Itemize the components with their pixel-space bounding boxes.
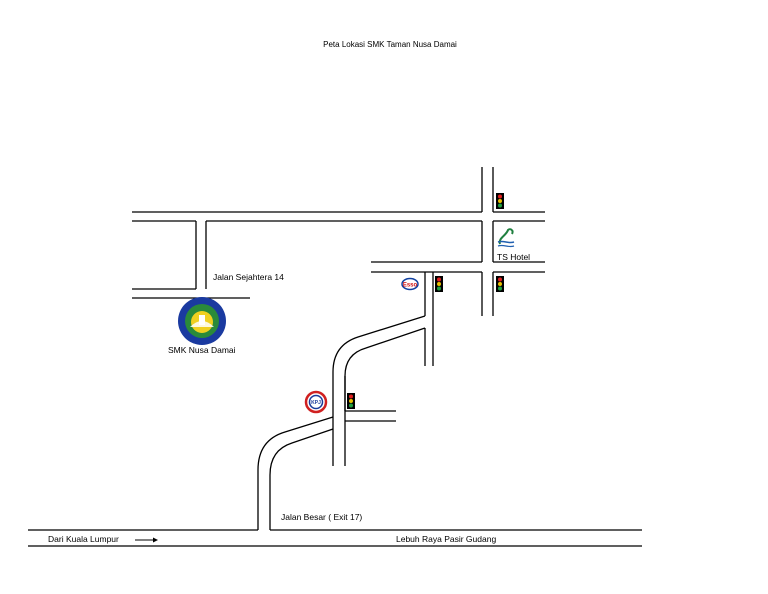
jalan-sejahtera-road (132, 221, 250, 299)
traffic-light-icon (496, 276, 504, 292)
upper-road (132, 167, 545, 316)
school-logo-icon (178, 297, 226, 345)
hotel-logo-icon (497, 228, 515, 248)
hotel-label: TS Hotel (497, 252, 531, 262)
map-title: Peta Lokasi SMK Taman Nusa Damai (323, 40, 457, 49)
jalan-besar-road (257, 272, 434, 530)
highway-road (28, 529, 642, 547)
highway-label: Lebuh Raya Pasir Gudang (396, 534, 497, 544)
kpj-logo-text: KPJ (311, 400, 321, 406)
kpj-logo-icon: KPJ (304, 390, 328, 414)
traffic-light-icon (496, 193, 504, 209)
traffic-light-icon (347, 393, 355, 409)
right-arrow-icon (135, 537, 158, 543)
from-kl-label: Dari Kuala Lumpur (48, 534, 119, 544)
jalan-besar-label: Jalan Besar ( Exit 17) (281, 512, 363, 522)
jalan-sejahtera-label: Jalan Sejahtera 14 (213, 272, 284, 282)
esso-logo-text: Esso (403, 282, 418, 288)
esso-logo-icon: Esso (401, 277, 419, 291)
school-label: SMK Nusa Damai (168, 345, 236, 355)
traffic-light-icon (435, 276, 443, 292)
